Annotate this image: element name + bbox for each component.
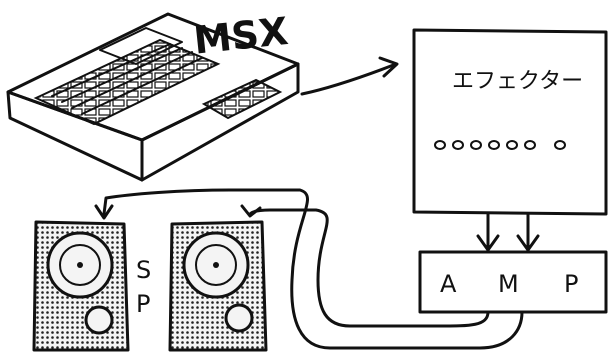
effector-box: エフェクター: [414, 30, 606, 214]
speaker-label-s: S: [136, 256, 151, 284]
msx-computer: MSX: [8, 9, 298, 180]
speaker-right: [170, 222, 266, 350]
amp-label-m: M: [498, 270, 519, 298]
effector-label: エフェクター: [452, 69, 583, 94]
amp-box: A M P: [420, 252, 606, 312]
speaker-label-p: P: [136, 290, 150, 318]
arrow-msx-to-effector: [302, 58, 397, 94]
arrows-effector-to-amp: [478, 214, 538, 250]
amp-label-a: A: [440, 270, 457, 298]
numeric-keypad: [204, 80, 280, 118]
effector-knobs: [435, 141, 565, 149]
speaker-left: [34, 222, 128, 350]
amp-label-p: P: [564, 270, 578, 298]
